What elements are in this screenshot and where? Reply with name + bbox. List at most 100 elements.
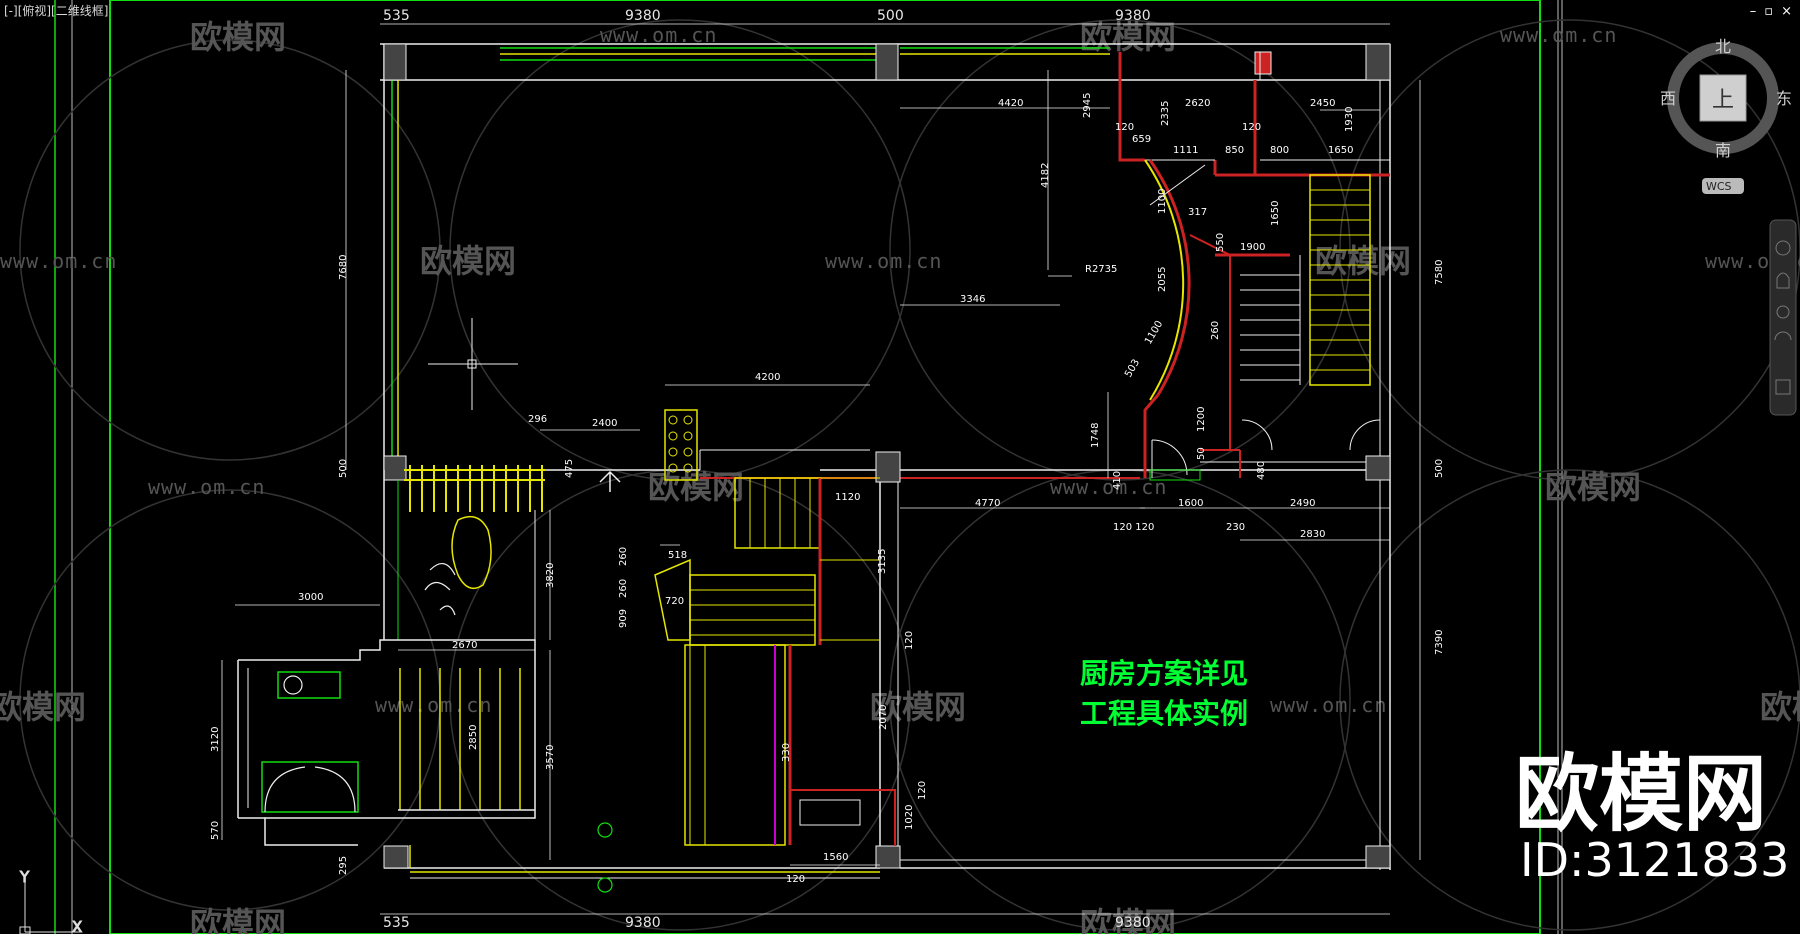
dim: 659 — [1132, 134, 1151, 145]
dim-top-500: 500 — [877, 8, 904, 24]
watermark-logo: 欧模网 — [1760, 688, 1800, 726]
dim: 3346 — [960, 294, 985, 305]
watermark-logo: 欧模网 — [870, 688, 966, 726]
dim: 260 — [618, 579, 629, 598]
viewcube-top-label: 上 — [1712, 88, 1734, 113]
watermark-url: www.om.cn — [0, 249, 117, 273]
dim: 2335 — [1160, 101, 1171, 126]
dim: 480 — [1256, 461, 1267, 480]
watermark-url: www.om.cn — [600, 23, 717, 47]
wcs-label: WCS — [1706, 180, 1732, 193]
watermark-logo: 欧模网 — [420, 242, 516, 280]
steering-wheel-icon[interactable] — [1775, 240, 1791, 256]
dim: 120 — [786, 874, 805, 885]
watermark-url: www.om.cn — [1500, 23, 1617, 47]
dim: 1120 — [835, 492, 860, 503]
dim: 720 — [665, 596, 684, 607]
dim: 518 — [668, 550, 687, 561]
dim: 3135 — [877, 549, 888, 574]
dim: 317 — [1188, 207, 1207, 218]
compass-west: 西 — [1660, 89, 1676, 108]
dim: 330 — [781, 743, 792, 762]
dim: 550 — [1215, 233, 1226, 252]
dim: 2450 — [1310, 98, 1335, 109]
dim: 120 120 — [1113, 522, 1154, 533]
dim: 2850 — [468, 725, 479, 750]
brand-id: ID:3121833 — [1520, 833, 1789, 887]
dim-bottom-9380b: 9380 — [1115, 915, 1151, 931]
dim: 3120 — [210, 727, 221, 752]
watermark-logo: 欧模网 — [190, 905, 286, 934]
zoom-icon[interactable] — [1776, 305, 1790, 319]
dim: 2670 — [452, 640, 477, 651]
dim-bottom-535: 535 — [383, 915, 410, 931]
viewcube[interactable]: 上 北 南 东 西 WCS — [1660, 37, 1792, 194]
viewcube-face[interactable] — [1699, 74, 1747, 122]
dim: 2945 — [1082, 93, 1093, 118]
viewport-label[interactable]: [-][俯视][二维线框] — [4, 4, 109, 18]
dim: 1748 — [1090, 423, 1101, 448]
watermark-logo: 欧模网 — [1315, 242, 1411, 280]
dim: 260 — [618, 547, 629, 566]
dim: 3820 — [545, 563, 556, 588]
showmotion-icon[interactable] — [1775, 379, 1791, 395]
dim: 4200 — [755, 372, 780, 383]
dim: 500 — [338, 459, 349, 478]
dim: 3000 — [298, 592, 323, 603]
dim-top-9380b: 9380 — [1115, 8, 1151, 24]
dim: 50 — [1196, 447, 1207, 460]
watermark-logo: 欧模网 — [190, 18, 286, 56]
dim: 1020 — [904, 805, 915, 830]
dim: 260 — [1210, 321, 1221, 340]
dim: 1900 — [1240, 242, 1265, 253]
window-controls: – ▫ × — [1750, 4, 1792, 19]
dim: 2620 — [1185, 98, 1210, 109]
dim-bottom-9380: 9380 — [625, 915, 661, 931]
dim: 410 — [1112, 471, 1123, 490]
dim: 909 — [618, 609, 629, 628]
dim: 295 — [338, 856, 349, 875]
watermark-logo: 欧模网 — [1545, 468, 1641, 506]
dim: 7680 — [338, 255, 349, 280]
compass-east: 东 — [1776, 89, 1792, 108]
dim: 120 — [917, 781, 928, 800]
close-button[interactable]: × — [1781, 4, 1792, 19]
layout-frame — [54, 0, 1563, 934]
minimize-button[interactable]: – — [1749, 4, 1757, 19]
upper-right-rooms — [1118, 52, 1390, 481]
watermark-logo: 欧模网 — [0, 688, 86, 726]
dim: 1111 — [1173, 145, 1198, 156]
dim: 1600 — [1178, 498, 1203, 509]
navigation-bar[interactable] — [1769, 219, 1797, 416]
dim: 1650 — [1328, 145, 1353, 156]
watermark-logo: 欧模网 — [1080, 905, 1176, 934]
dim: 2490 — [1290, 498, 1315, 509]
dim: 4770 — [975, 498, 1000, 509]
watermark-url: www.om.cn — [1270, 693, 1387, 717]
restore-button[interactable]: ▫ — [1764, 4, 1774, 19]
dim: 3570 — [545, 745, 556, 770]
dim: 1100 — [1157, 189, 1168, 214]
dim: 800 — [1270, 145, 1289, 156]
pan-icon[interactable] — [1776, 272, 1790, 289]
dim: 475 — [564, 459, 575, 478]
watermark-url: www.om.cn — [825, 249, 942, 273]
dim: 120 — [1242, 122, 1261, 133]
watermark-logo: 欧模网 — [648, 468, 744, 506]
crosshair-cursor — [428, 318, 518, 410]
note-line-2: 工程具体实例 — [1080, 697, 1248, 730]
brand-logo-text: 欧模网 — [1515, 745, 1767, 843]
compass-south: 南 — [1715, 141, 1731, 160]
dim: 2400 — [592, 418, 617, 429]
dim: 4182 — [1040, 163, 1051, 188]
dim: 7580 — [1434, 260, 1445, 285]
dim: 4420 — [998, 98, 1023, 109]
dim: 2055 — [1157, 267, 1168, 292]
compass-north: 北 — [1715, 37, 1731, 56]
kitchen-note: 厨房方案详见 工程具体实例 — [1080, 657, 1248, 730]
orbit-icon[interactable] — [1774, 331, 1792, 341]
dim: 120 — [1115, 122, 1134, 133]
wcs-button[interactable] — [1702, 178, 1744, 194]
dim-top-535: 535 — [383, 8, 410, 24]
